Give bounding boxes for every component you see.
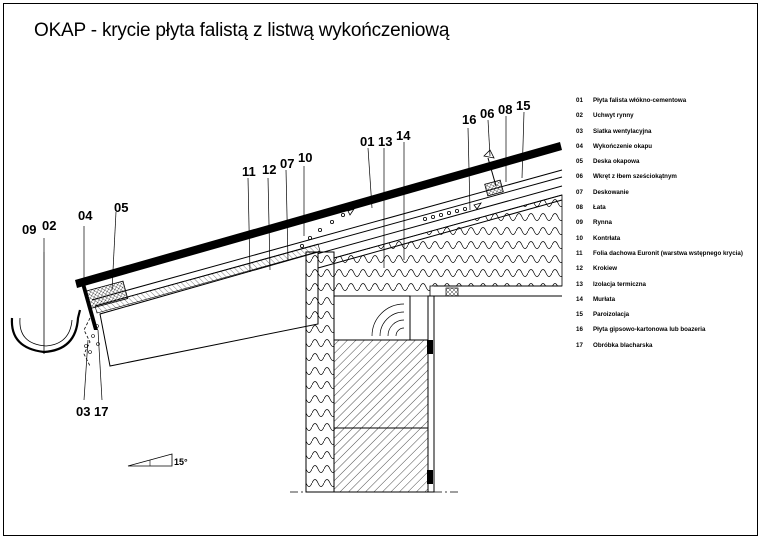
legend-item-text: Obróbka blacharska: [593, 341, 653, 349]
screw: [487, 157, 497, 187]
vent-mesh: [83, 317, 91, 367]
legend-item: 11 Folia dachowa Euronit (warstwa wstępne…: [576, 246, 756, 261]
legend-item: 17 Obróbka blacharska: [576, 338, 756, 353]
legend-item: 02 Uchwyt rynny: [576, 108, 756, 123]
legend-item-number: 01: [576, 97, 583, 104]
legend-item: 14 Murłata: [576, 292, 756, 307]
legend-item-text: Deska okapowa: [593, 158, 640, 166]
legend-item-number: 09: [576, 219, 583, 227]
lining-fixing-2: [427, 470, 433, 484]
callout-10: 10: [298, 150, 312, 165]
legend-item: 01 Płyta falista włókno-cementowa: [576, 93, 756, 108]
legend-item-number: 07: [576, 188, 583, 196]
callout-12: 12: [262, 162, 276, 177]
ventilation-arrows: [299, 202, 482, 248]
corrugated-sheet: [75, 142, 562, 288]
legend-item-text: Wykończenie okapu: [593, 142, 653, 150]
legend-item-number: 10: [576, 234, 583, 242]
wall-insulation: [305, 251, 335, 493]
legend-item-number: 08: [576, 204, 583, 212]
drawing-title: OKAP - krycie płyta falistą z listwą wyk…: [34, 20, 450, 41]
legend-item: 05 Deska okapowa: [576, 154, 756, 169]
legend-item-number: 13: [576, 280, 583, 288]
callout-13: 13: [378, 134, 392, 149]
ceiling-batten: [445, 287, 459, 297]
roof-insulation: [333, 194, 563, 297]
screw-head: [483, 149, 495, 159]
legend-item: 12 Krokiew: [576, 261, 756, 276]
wall-core: [333, 339, 429, 493]
callout-05: 05: [114, 200, 128, 215]
legend-item: 16 Płyta gipsowo-kartonowa lub boazeria: [576, 322, 756, 337]
eave-trim: [80, 280, 98, 330]
wallplate-arcs: [371, 303, 405, 337]
legend-item-number: 02: [576, 112, 583, 120]
callout-11: 11: [242, 164, 256, 179]
legend-item-text: Rynna: [593, 219, 612, 227]
callout-03: 03: [76, 404, 90, 419]
callout-14: 14: [396, 128, 411, 143]
callout-09: 09: [22, 222, 36, 237]
legend-item-number: 03: [576, 127, 583, 135]
legend-item-number: 05: [576, 158, 583, 166]
interior-lining: [427, 295, 435, 493]
callout-01: 01: [360, 134, 374, 149]
gutter-bracket: [19, 317, 73, 347]
legend-item-text: Płyta falista włókno-cementowa: [593, 97, 687, 104]
legend-item: 09 Rynna: [576, 215, 756, 230]
legend-item: 06 Wkręt z łbem sześciokątnym: [576, 169, 756, 184]
leader-lines: [43, 111, 525, 401]
legend-item-number: 04: [576, 142, 583, 150]
legend-item: 10 Kontrłata: [576, 231, 756, 246]
legend-item-text: Kontrłata: [593, 234, 621, 242]
legend-item-number: 11: [576, 249, 583, 257]
legend-item-text: Płyta gipsowo-kartonowa lub boazeria: [593, 326, 706, 334]
slope-angle-label: 15°: [174, 457, 188, 467]
legend-item: 07 Deskowanie: [576, 185, 756, 200]
legend-item-number: 14: [576, 295, 583, 303]
callout-08: 08: [498, 102, 512, 117]
legend-item-number: 06: [576, 173, 583, 181]
callout-16: 16: [462, 112, 476, 127]
legend-item-text: Paroizolacja: [593, 311, 630, 319]
legend-item-text: Deskowanie: [593, 188, 629, 196]
legend-item: 08 Łata: [576, 200, 756, 215]
drawing-frame: [3, 3, 758, 536]
legend-item: 15 Paroizolacja: [576, 307, 756, 322]
legend-item: 04 Wykończenie okapu: [576, 139, 756, 154]
legend-item-text: Uchwyt rynny: [593, 112, 634, 120]
callout-07: 07: [280, 156, 294, 171]
lining-fixing-1: [427, 340, 433, 354]
batten: [484, 179, 504, 197]
legend-item-number: 16: [576, 326, 583, 334]
legend-item-number: 17: [576, 341, 583, 349]
legend-item-text: Łata: [593, 204, 606, 212]
roof-line-1: [91, 169, 563, 301]
callout-06: 06: [480, 106, 494, 121]
callout-17: 17: [94, 404, 108, 419]
legend-item: 13 Izolacja termiczna: [576, 277, 756, 292]
legend-item-text: Folia dachowa Euronit (warstwa wstępnego…: [593, 249, 743, 257]
legend-item-text: Siatka wentylacyjna: [593, 127, 652, 135]
callout-02: 02: [42, 218, 56, 233]
boarding-strip: [94, 243, 321, 314]
legend-item-number: 15: [576, 311, 583, 319]
legend-item-text: Krokiew: [593, 265, 618, 273]
legend-item-text: Izolacja termiczna: [593, 280, 646, 288]
legend-list: 01 Płyta falista włókno-cementowa 02 Uchwyt…: [576, 93, 756, 353]
legend-item-text: Murłata: [593, 295, 616, 303]
legend-item-number: 12: [576, 265, 583, 273]
legend-item-text: Wkręt z łbem sześciokątnym: [593, 173, 677, 181]
callout-04: 04: [78, 208, 93, 223]
callout-15: 15: [516, 98, 530, 113]
legend-item: 03 Siatka wentylacyjna: [576, 124, 756, 139]
